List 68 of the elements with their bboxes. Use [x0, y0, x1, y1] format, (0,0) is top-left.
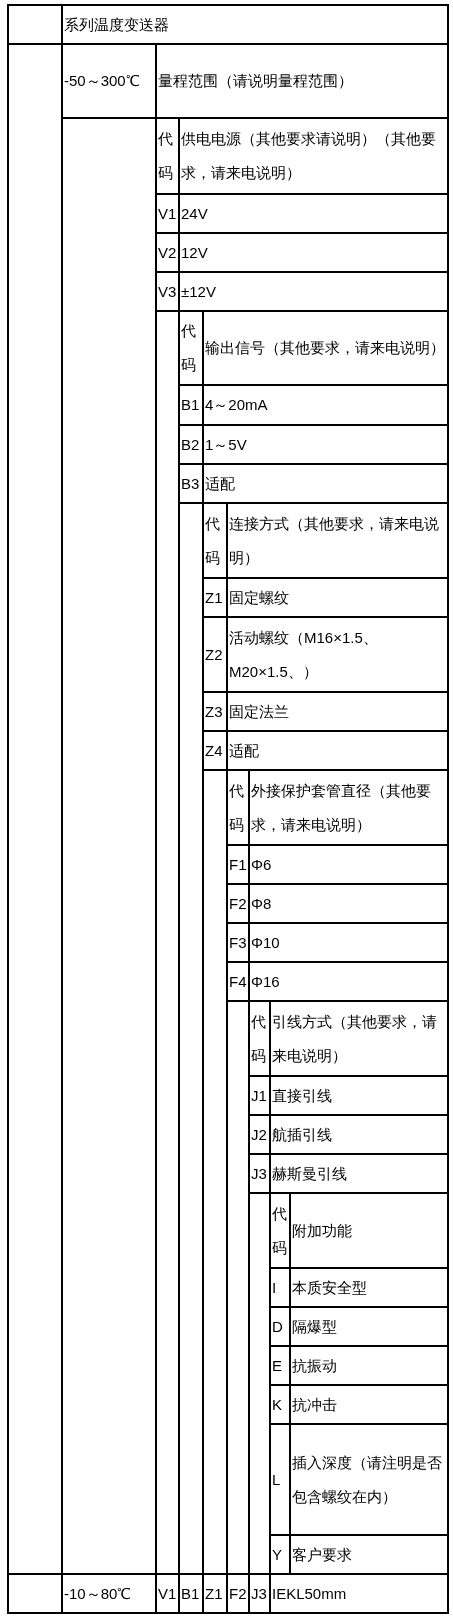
- option-description: 量程范围（请说明量程范围）: [158, 71, 353, 91]
- option-code: E: [272, 1355, 282, 1376]
- example-code-text: Z1: [205, 1583, 223, 1604]
- option-description: 适配: [205, 473, 235, 494]
- option-code: F1: [229, 854, 247, 875]
- option-description: Φ8: [251, 893, 272, 914]
- option-description: 活动螺纹（M16×1.5、M20×1.5、）: [229, 627, 379, 682]
- option-description: 外接保护套管直径（其他要求，请来电说明）: [251, 780, 432, 835]
- example-code-text: B1: [181, 1583, 200, 1604]
- option-code: L: [272, 1469, 281, 1490]
- example-code-text: V1: [158, 1583, 177, 1604]
- option-description: Φ10: [251, 932, 280, 953]
- option-description: 适配: [229, 740, 259, 761]
- option-code: D: [272, 1316, 283, 1337]
- option-description: 赫斯曼引线: [272, 1163, 347, 1184]
- option-description: 输出信号（其他要求，请来电说明）: [205, 338, 445, 358]
- option-code: 代码: [229, 780, 245, 835]
- option-code: 插入深度（请注明是否包含螺纹在内）: [292, 1452, 443, 1507]
- option-description: 固定法兰: [229, 701, 289, 722]
- example-code-text: -10～80℃: [64, 1583, 132, 1604]
- option-code: 代码: [158, 129, 174, 183]
- option-description: 4～20mA: [205, 395, 268, 415]
- option-description: 供电电源（其他要求请说明）（其他要求，请来电说明）: [181, 129, 437, 183]
- option-code: F2: [229, 893, 247, 914]
- option-code: Z1: [205, 587, 223, 608]
- option-code: B2: [181, 434, 200, 455]
- option-description: ±12V: [181, 281, 216, 302]
- option-description: 航插引线: [272, 1124, 332, 1145]
- option-description: 1～5V: [205, 434, 247, 455]
- option-code: Z3: [205, 701, 223, 722]
- example-code-text: J3: [251, 1583, 267, 1604]
- option-code: 抗冲击: [292, 1394, 337, 1415]
- option-description: Φ6: [251, 854, 272, 875]
- option-description: -50～300℃: [64, 71, 140, 91]
- option-code: 代码: [251, 1011, 267, 1066]
- option-code: Z4: [205, 740, 223, 761]
- option-code: K: [272, 1394, 282, 1415]
- option-code: 抗振动: [292, 1355, 337, 1376]
- option-code: Y: [272, 1544, 282, 1565]
- option-code: V2: [158, 242, 177, 263]
- option-description: 12V: [181, 242, 208, 263]
- option-code: 代码: [205, 513, 221, 568]
- option-code: J1: [251, 1085, 267, 1106]
- option-code: F4: [229, 971, 247, 992]
- option-description: 固定螺纹: [229, 587, 289, 608]
- option-code: J2: [251, 1124, 267, 1145]
- option-description: 24V: [181, 203, 208, 224]
- option-description: 直接引线: [272, 1085, 332, 1106]
- product-title: 系列温度变送器: [64, 14, 169, 35]
- option-code: B1: [181, 395, 200, 415]
- option-code: 客户要求: [292, 1544, 352, 1565]
- option-code: I: [272, 1277, 277, 1298]
- option-code: 本质安全型: [292, 1277, 367, 1298]
- option-description: 引线方式（其他要求，请来电说明）: [272, 1011, 438, 1066]
- option-code: 代码: [181, 321, 197, 375]
- example-code-text: F2: [229, 1583, 247, 1604]
- option-code: Z2: [205, 644, 223, 665]
- option-code: 隔爆型: [292, 1316, 337, 1337]
- option-code: 代码: [272, 1203, 288, 1258]
- option-description: 连接方式（其他要求，请来电说明）: [229, 513, 440, 568]
- option-code: B3: [181, 473, 200, 494]
- option-code: 附加功能: [292, 1220, 352, 1241]
- option-description: Φ16: [251, 971, 280, 992]
- option-code: V3: [158, 281, 177, 302]
- option-code: F3: [229, 932, 247, 953]
- example-code-text: IEKL50mm: [272, 1583, 347, 1604]
- option-code: V1: [158, 203, 177, 224]
- option-code: J3: [251, 1163, 267, 1184]
